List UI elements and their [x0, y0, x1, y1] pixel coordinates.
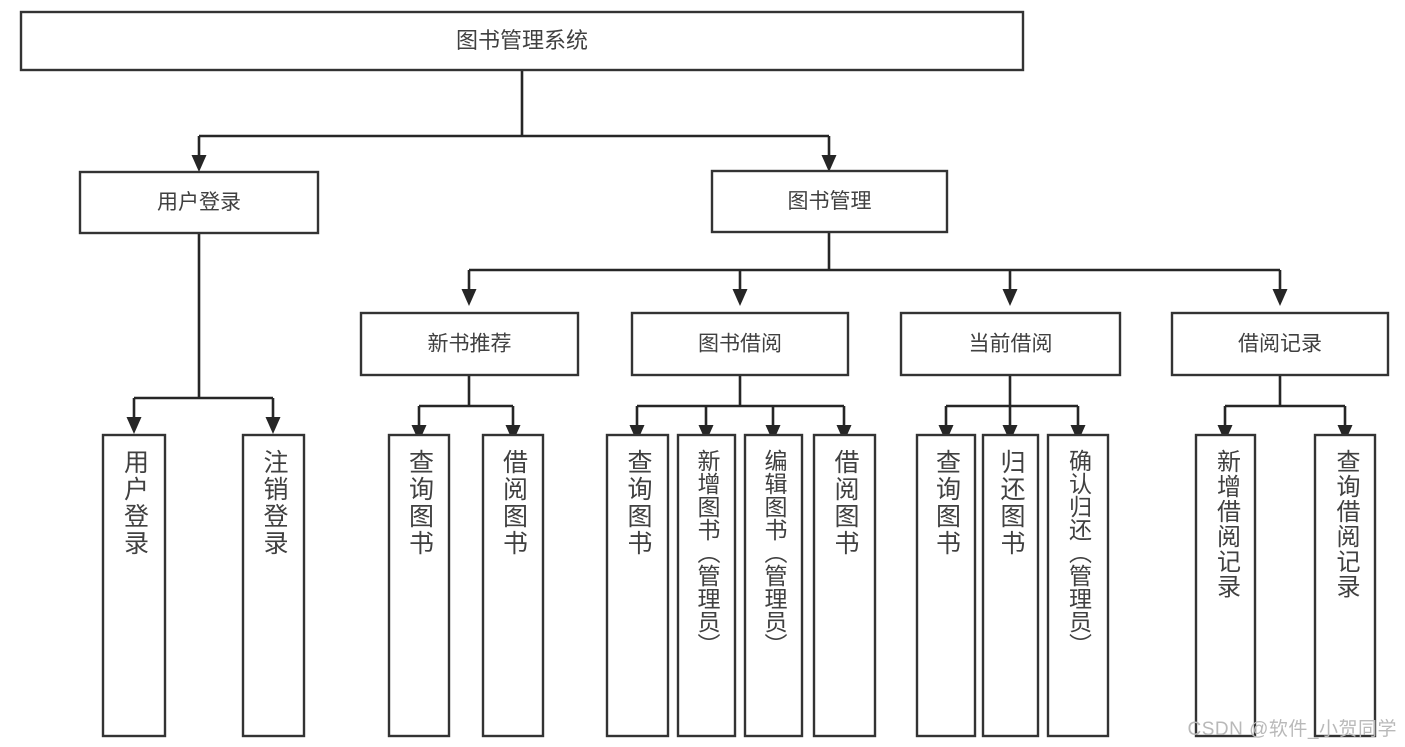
node-box-user-login[interactable]	[78, 170, 320, 235]
node-box-leaf-borrow-book-2[interactable]	[812, 433, 877, 738]
node-box-leaf-query-book-3[interactable]	[915, 433, 977, 738]
node-box-root[interactable]	[19, 10, 1025, 72]
arrow-head	[732, 289, 748, 306]
arrow-head	[1217, 425, 1233, 442]
node-box-leaf-query-record[interactable]	[1313, 433, 1377, 738]
arrow-head	[191, 155, 207, 172]
arrow-head	[1272, 289, 1288, 306]
arrow-head	[461, 289, 477, 306]
node-box-leaf-edit-book[interactable]	[743, 433, 804, 738]
node-box-leaf-user-login[interactable]	[101, 433, 167, 738]
arrow-head	[265, 417, 281, 434]
node-box-leaf-return-book[interactable]	[981, 433, 1040, 738]
arrow-head	[938, 425, 954, 442]
node-label-user-login: 用户登录	[157, 191, 241, 214]
node-box-leaf-query-book-1[interactable]	[387, 433, 451, 738]
node-box-borrow-record[interactable]	[1170, 311, 1390, 377]
arrow-head	[1337, 425, 1353, 442]
node-box-leaf-query-book-2[interactable]	[605, 433, 670, 738]
connectors-layer	[126, 70, 1353, 442]
arrow-head	[1002, 289, 1018, 306]
arrow-head	[126, 417, 142, 434]
arrow-head	[411, 425, 427, 442]
arrow-head	[698, 425, 714, 442]
boxes-layer	[19, 10, 1390, 738]
node-box-leaf-confirm-return[interactable]	[1046, 433, 1110, 738]
arrow-head	[821, 155, 837, 172]
node-box-leaf-add-book[interactable]	[676, 433, 737, 738]
arrow-head	[765, 425, 781, 442]
node-label-current-borrow: 当前借阅	[969, 333, 1053, 356]
arrow-head	[505, 425, 521, 442]
node-box-leaf-borrow-book-1[interactable]	[481, 433, 545, 738]
arrow-head	[1070, 425, 1086, 442]
arrow-head	[1002, 425, 1018, 442]
node-label-new-book-rec: 新书推荐	[428, 333, 512, 356]
node-box-book-borrow[interactable]	[630, 311, 850, 377]
node-box-new-book-rec[interactable]	[359, 311, 580, 377]
node-label-root: 图书管理系统	[456, 28, 588, 53]
arrow-head	[836, 425, 852, 442]
node-label-book-borrow: 图书借阅	[698, 333, 782, 356]
watermark-text: CSDN @软件_小贺同学	[1187, 719, 1397, 740]
node-box-leaf-logout[interactable]	[241, 433, 306, 738]
node-box-current-borrow[interactable]	[899, 311, 1122, 377]
node-label-borrow-record: 借阅记录	[1238, 333, 1322, 356]
arrow-head	[629, 425, 645, 442]
node-box-book-manage[interactable]	[710, 169, 949, 234]
node-box-leaf-add-record[interactable]	[1194, 433, 1257, 738]
node-label-book-manage: 图书管理	[788, 190, 872, 213]
